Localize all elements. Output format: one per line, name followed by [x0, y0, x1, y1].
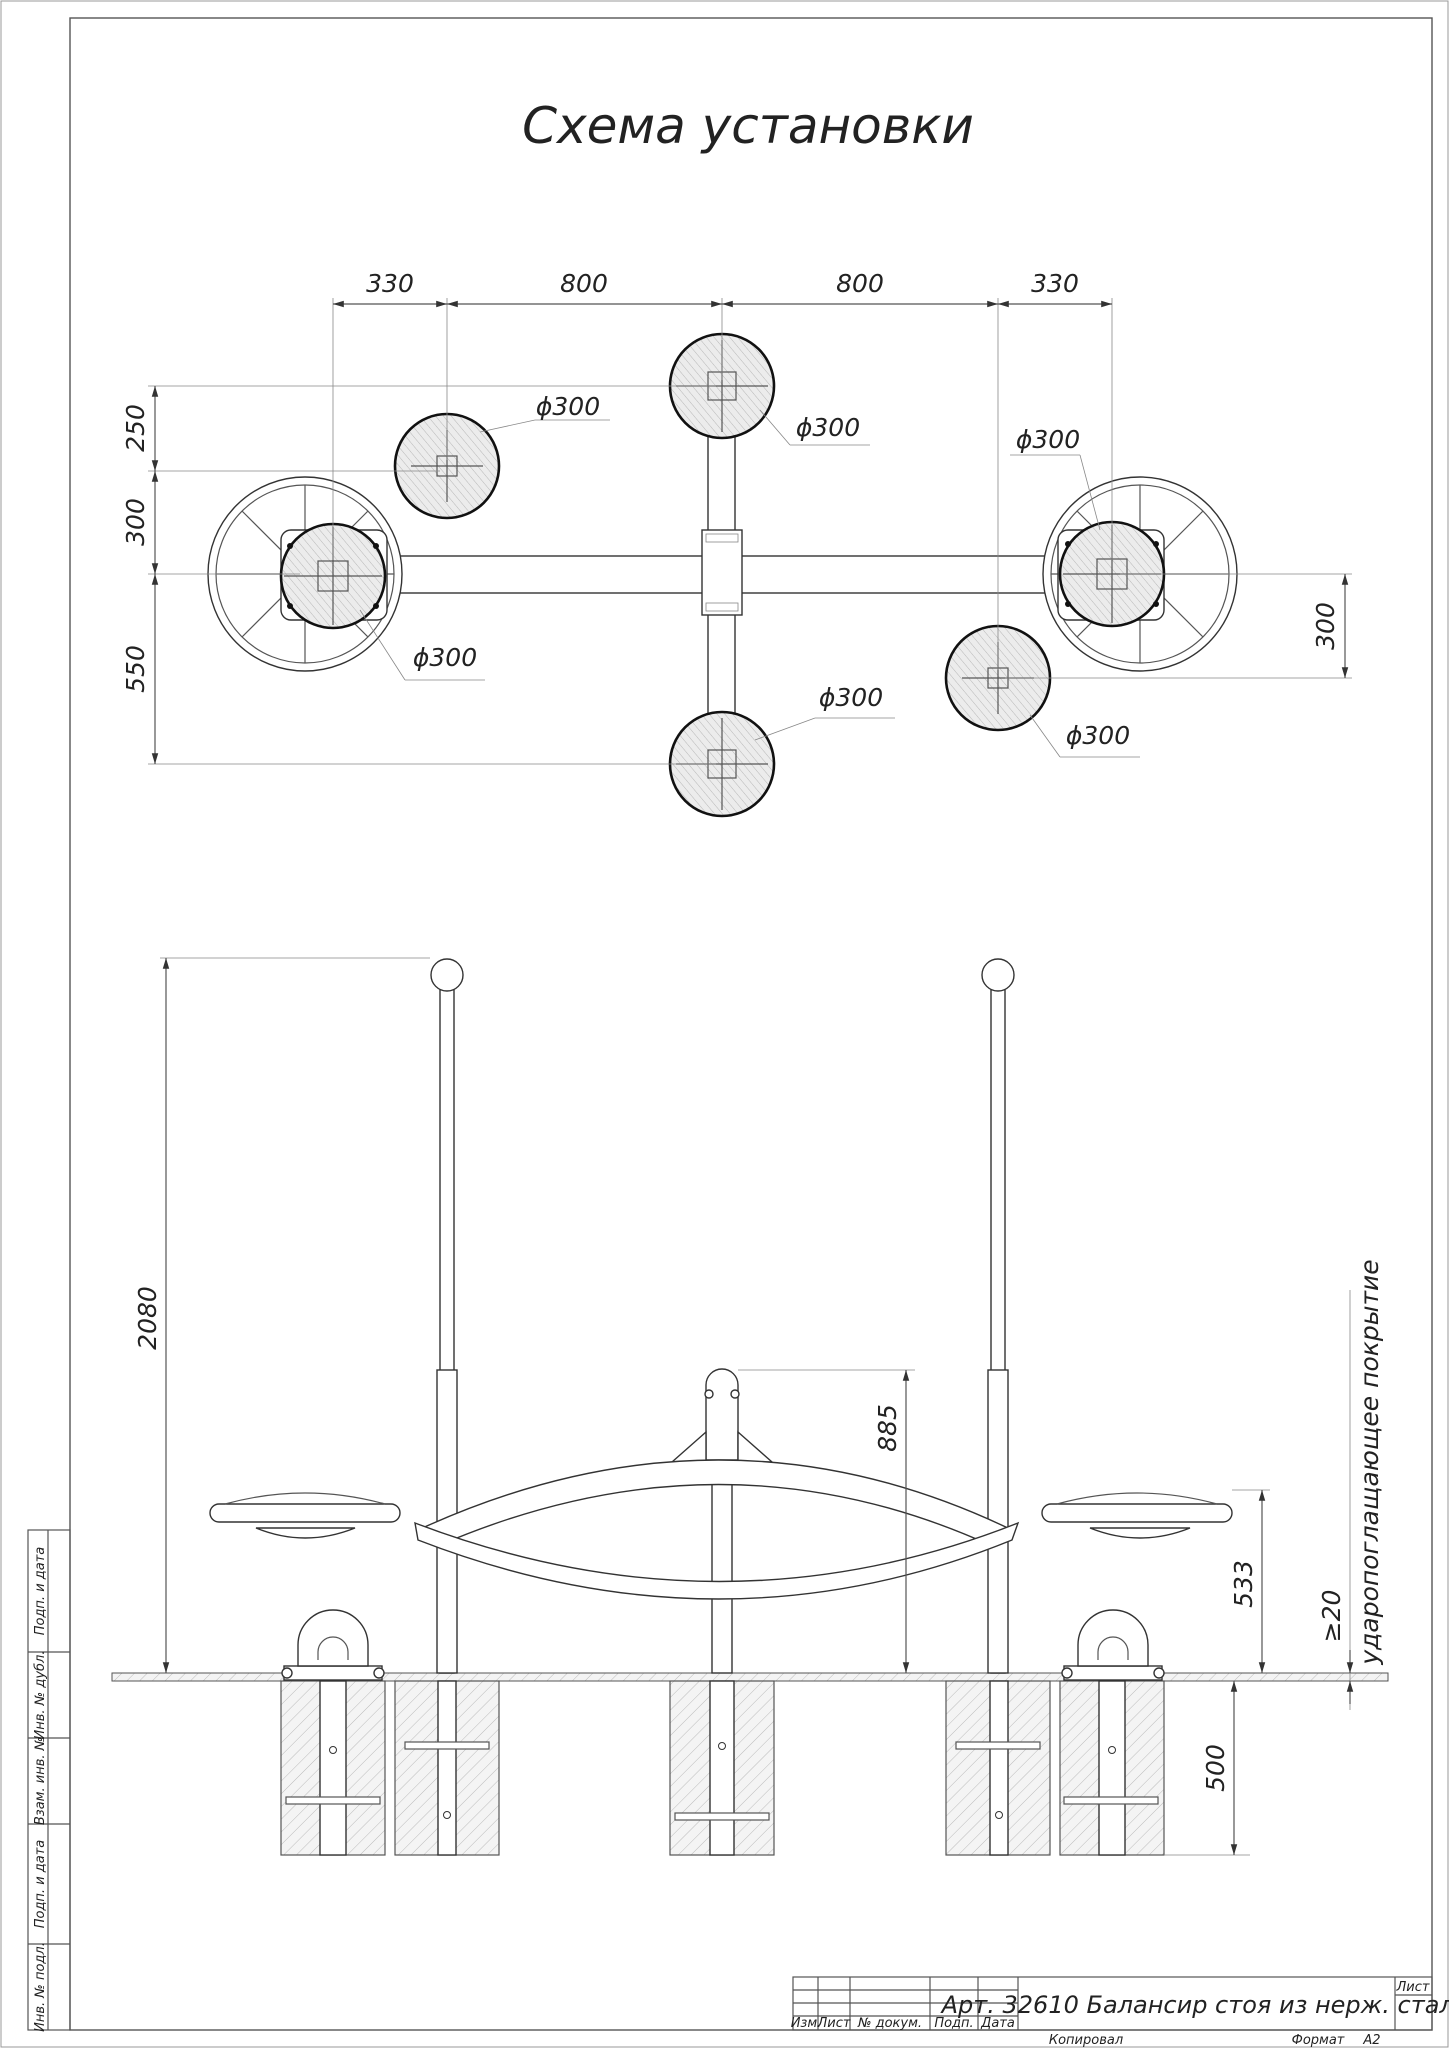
- side-stamp-4: Подп. и дата: [33, 1840, 48, 1929]
- tb-format-label: Формат: [1292, 2033, 1345, 2048]
- tb-col-izm: Изм.: [791, 2016, 822, 2031]
- inner-frame: [69, 17, 1433, 2031]
- left-seat: [209, 1492, 401, 1539]
- tb-col-list: Лист: [817, 2016, 851, 2031]
- pivot-bolt-bottom: [705, 602, 739, 612]
- elevation-view: 2080 885 533 500 ≥20 ударопоглащающее по…: [111, 957, 1389, 1856]
- plan-view: 330 800 800 330 250 300 550 300 ϕ300 ϕ30…: [121, 269, 1352, 818]
- dim-left-2: 300: [121, 498, 150, 546]
- embedded-posts: [319, 1680, 1126, 1856]
- tb-format-value: А2: [1362, 2033, 1380, 2048]
- side-stamp-5: Инв. № подл.: [33, 1942, 48, 2032]
- side-stamp-2: Инв. № дубл.: [33, 1651, 48, 1740]
- side-stamp-3: Взам. инв. №: [33, 1737, 48, 1825]
- dim-total-height: 2080: [133, 1286, 162, 1350]
- diameter-label-1: ϕ300: [536, 392, 600, 421]
- dim-left-3: 550: [121, 645, 150, 693]
- dim-seat-height: 533: [1229, 1560, 1258, 1608]
- diameter-label-3: ϕ300: [1016, 425, 1080, 454]
- diameter-label-4: ϕ300: [413, 643, 477, 672]
- tb-col-doc: № докум.: [857, 2016, 922, 2031]
- left-base-bracket: [281, 1609, 385, 1681]
- dim-pivot-height: 885: [873, 1404, 902, 1452]
- plan-extension-lines: [148, 298, 1352, 765]
- elevation-dimension-lines: [162, 958, 1354, 1855]
- dim-top-4: 330: [1031, 269, 1079, 298]
- dim-foundation-depth: 500: [1201, 1744, 1230, 1792]
- diameter-label-5: ϕ300: [819, 683, 883, 712]
- pivot-gusset-left: [670, 1430, 707, 1463]
- dim-top-1: 330: [366, 269, 414, 298]
- left-pole-ball: [430, 958, 464, 992]
- dim-top-3: 800: [836, 269, 884, 298]
- diameter-label-6: ϕ300: [1066, 721, 1130, 750]
- anchor-holes: [329, 1742, 1116, 1819]
- side-stamp: Подп. и дата Инв. № дубл. Взам. инв. № П…: [27, 1529, 71, 2032]
- tb-col-date: Дата: [980, 2016, 1015, 2031]
- coating-label: ударопоглащающее покрытие: [1355, 1259, 1384, 1665]
- tb-col-sign: Подп.: [934, 2016, 973, 2031]
- dim-coating-thickness: ≥20: [1317, 1590, 1346, 1643]
- dim-top-2: 800: [560, 269, 608, 298]
- plan-leader-lines: [359, 409, 1140, 758]
- plan-pivot-block: [701, 529, 743, 616]
- diameter-label-2: ϕ300: [796, 413, 860, 442]
- pivot-bolt-top: [705, 533, 739, 543]
- right-base-bracket: [1061, 1609, 1165, 1681]
- title-block: Изм. Лист № докум. Подп. Дата Арт. 32610…: [791, 1976, 1449, 2048]
- side-stamp-1: Подп. и дата: [33, 1547, 48, 1636]
- plan-dimension-lines: [151, 300, 1349, 764]
- elevation-extension-lines: [160, 957, 1351, 1856]
- balance-beam-lower: [414, 1521, 1020, 1600]
- anchor-bars: [285, 1741, 1159, 1821]
- pivot-head: [705, 1368, 739, 1461]
- pivot-gusset-right: [737, 1430, 774, 1463]
- drawing-title: Схема установки: [522, 97, 974, 155]
- dim-right: 300: [1311, 602, 1340, 650]
- dim-left-1: 250: [121, 404, 150, 452]
- right-seat: [1041, 1492, 1233, 1539]
- tb-document-name: Арт. 32610 Балансир стоя из нерж. стали: [940, 1991, 1449, 2019]
- right-pole-ball: [981, 958, 1015, 992]
- tb-sheet-label: Лист: [1396, 1980, 1430, 1995]
- tb-copied: Копировал: [1049, 2033, 1123, 2048]
